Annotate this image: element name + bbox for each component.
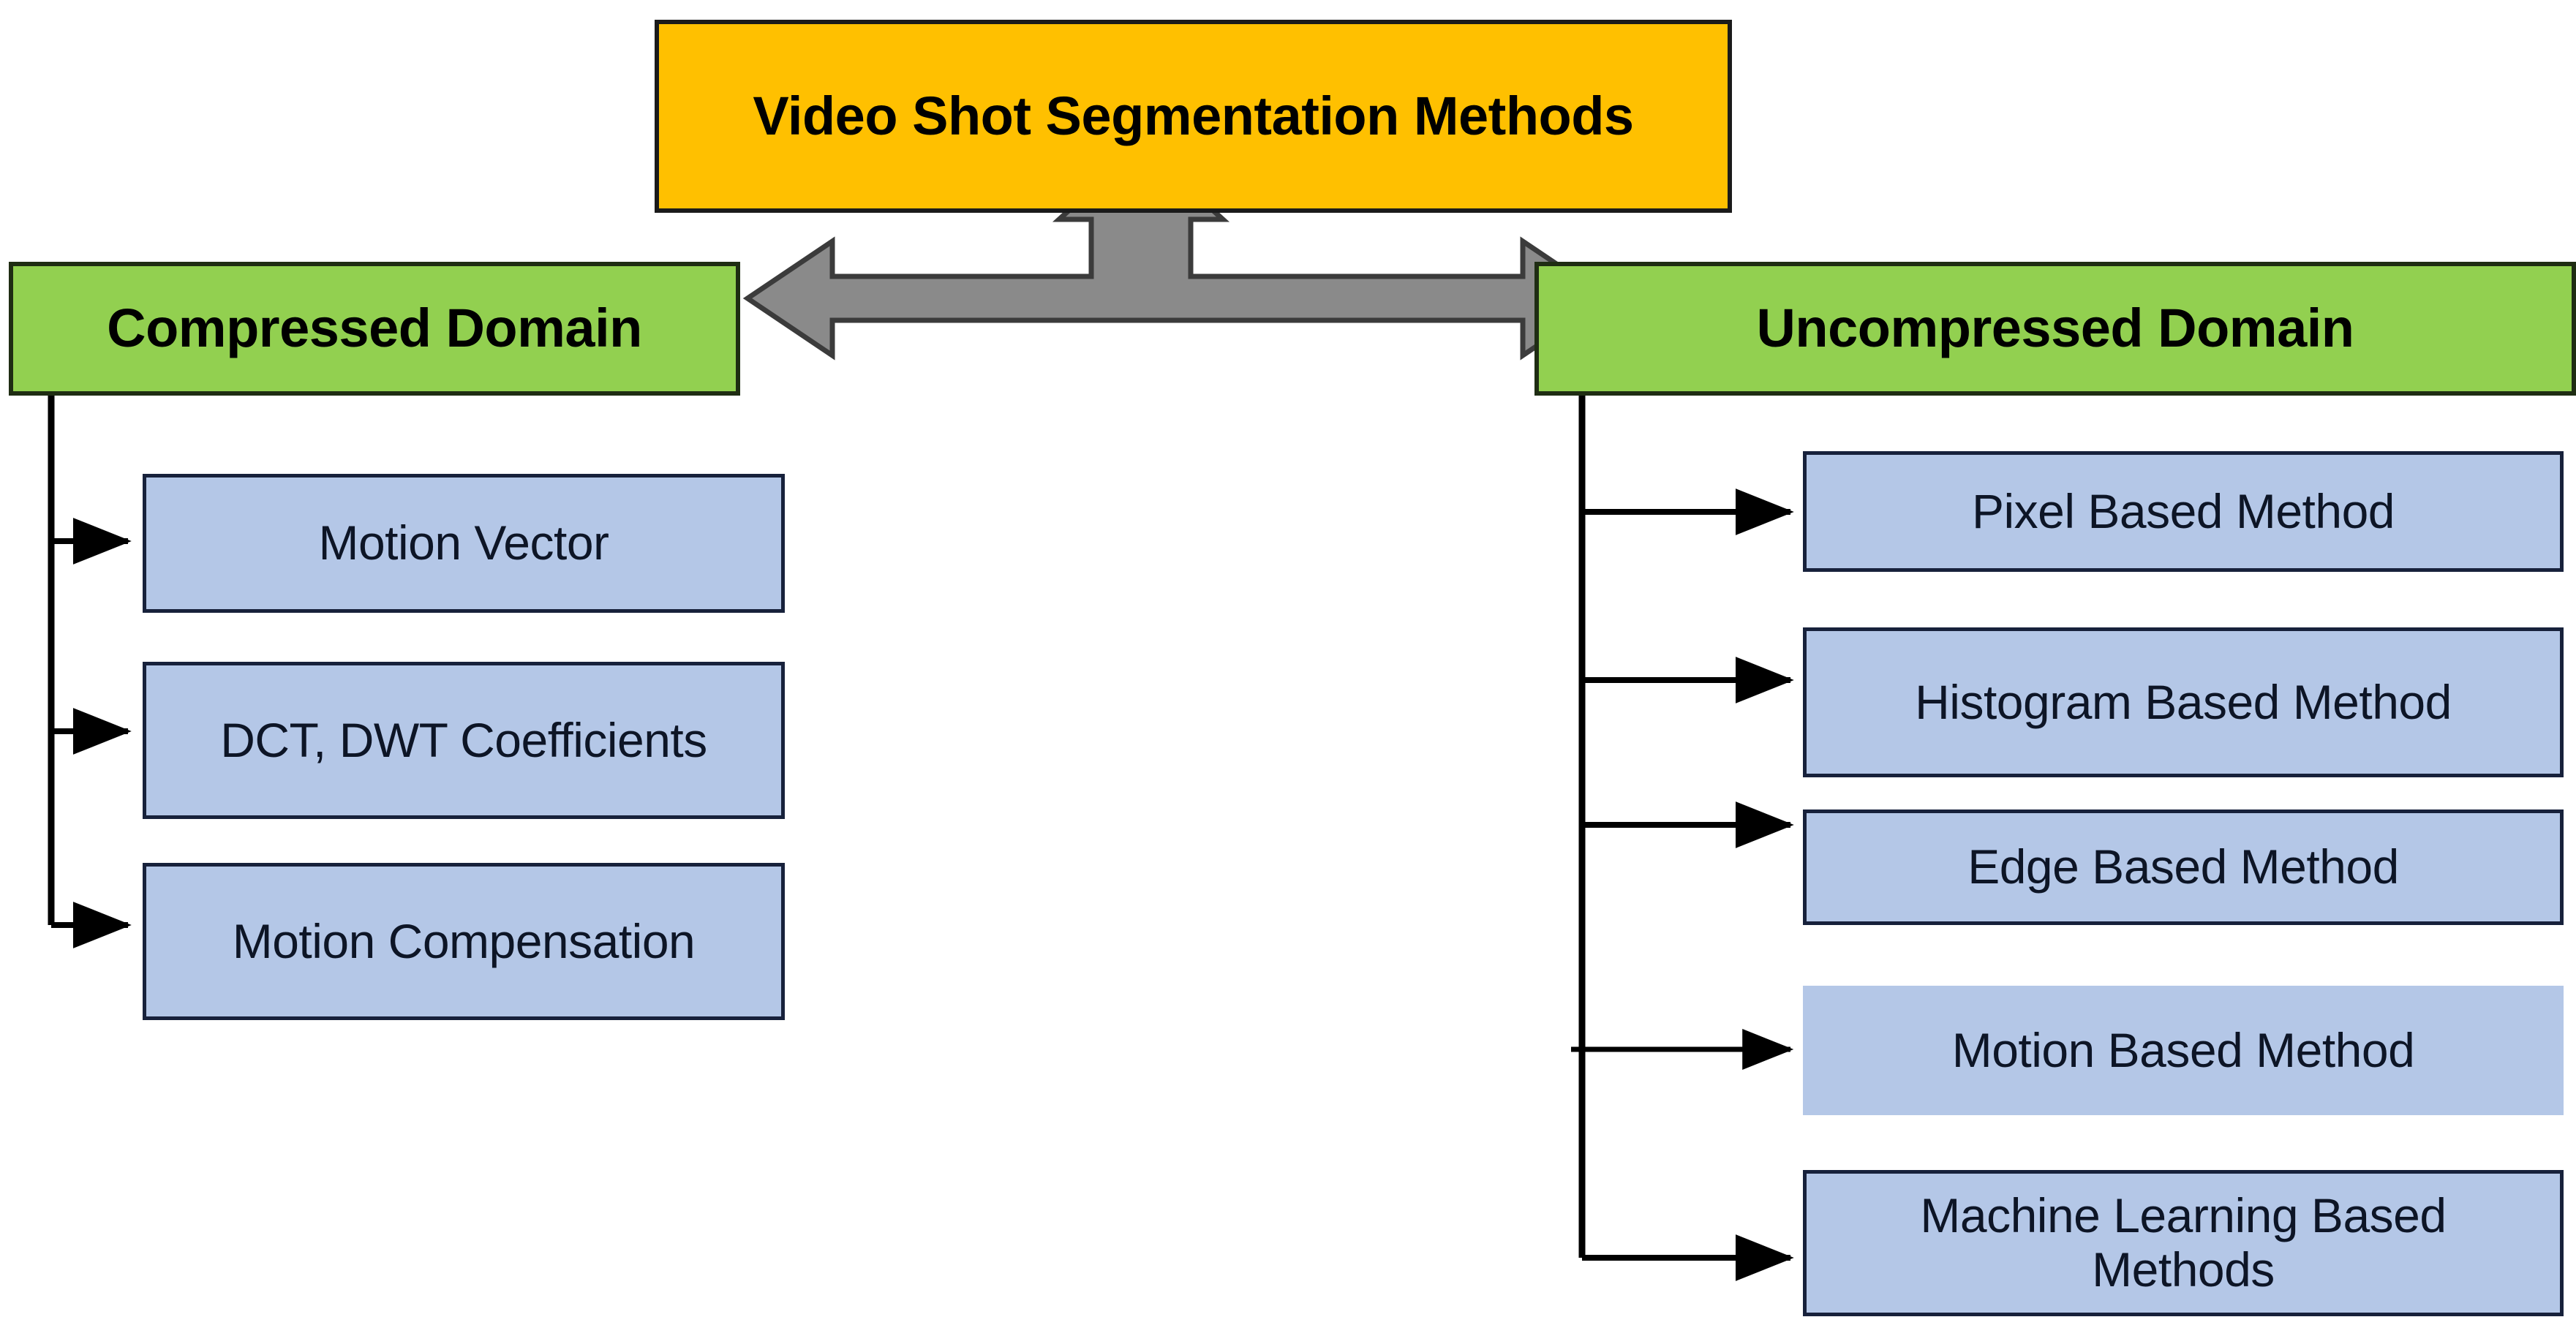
node-machine-learning-based-methods[interactable]: Machine Learning Based Methods bbox=[1803, 1170, 2564, 1316]
node-label: Motion Compensation bbox=[232, 913, 696, 968]
node-motion-based-method[interactable]: Motion Based Method bbox=[1803, 986, 2564, 1115]
node-label: Uncompressed Domain bbox=[1756, 298, 2354, 359]
node-pixel-based-method[interactable]: Pixel Based Method bbox=[1803, 451, 2564, 572]
node-label: Motion Based Method bbox=[1951, 1022, 2415, 1077]
node-uncompressed-domain[interactable]: Uncompressed Domain bbox=[1534, 262, 2576, 396]
node-label: Motion Vector bbox=[318, 516, 609, 570]
node-label: Video Shot Segmentation Methods bbox=[753, 85, 1634, 146]
node-edge-based-method[interactable]: Edge Based Method bbox=[1803, 809, 2564, 925]
node-motion-vector[interactable]: Motion Vector bbox=[143, 474, 785, 613]
node-label: Pixel Based Method bbox=[1971, 483, 2395, 538]
node-histogram-based-method[interactable]: Histogram Based Method bbox=[1803, 627, 2564, 777]
node-label: Histogram Based Method bbox=[1915, 674, 2452, 729]
node-video-shot-segmentation-methods[interactable]: Video Shot Segmentation Methods bbox=[655, 20, 1732, 213]
node-label: Machine Learning Based Methods bbox=[1920, 1188, 2447, 1297]
node-dct-dwt-coefficients[interactable]: DCT, DWT Coefficients bbox=[143, 662, 785, 819]
node-motion-compensation[interactable]: Motion Compensation bbox=[143, 863, 785, 1020]
node-label: Compressed Domain bbox=[107, 298, 642, 359]
node-compressed-domain[interactable]: Compressed Domain bbox=[9, 262, 740, 396]
node-label: Edge Based Method bbox=[1967, 839, 2399, 894]
node-label: DCT, DWT Coefficients bbox=[220, 712, 707, 767]
